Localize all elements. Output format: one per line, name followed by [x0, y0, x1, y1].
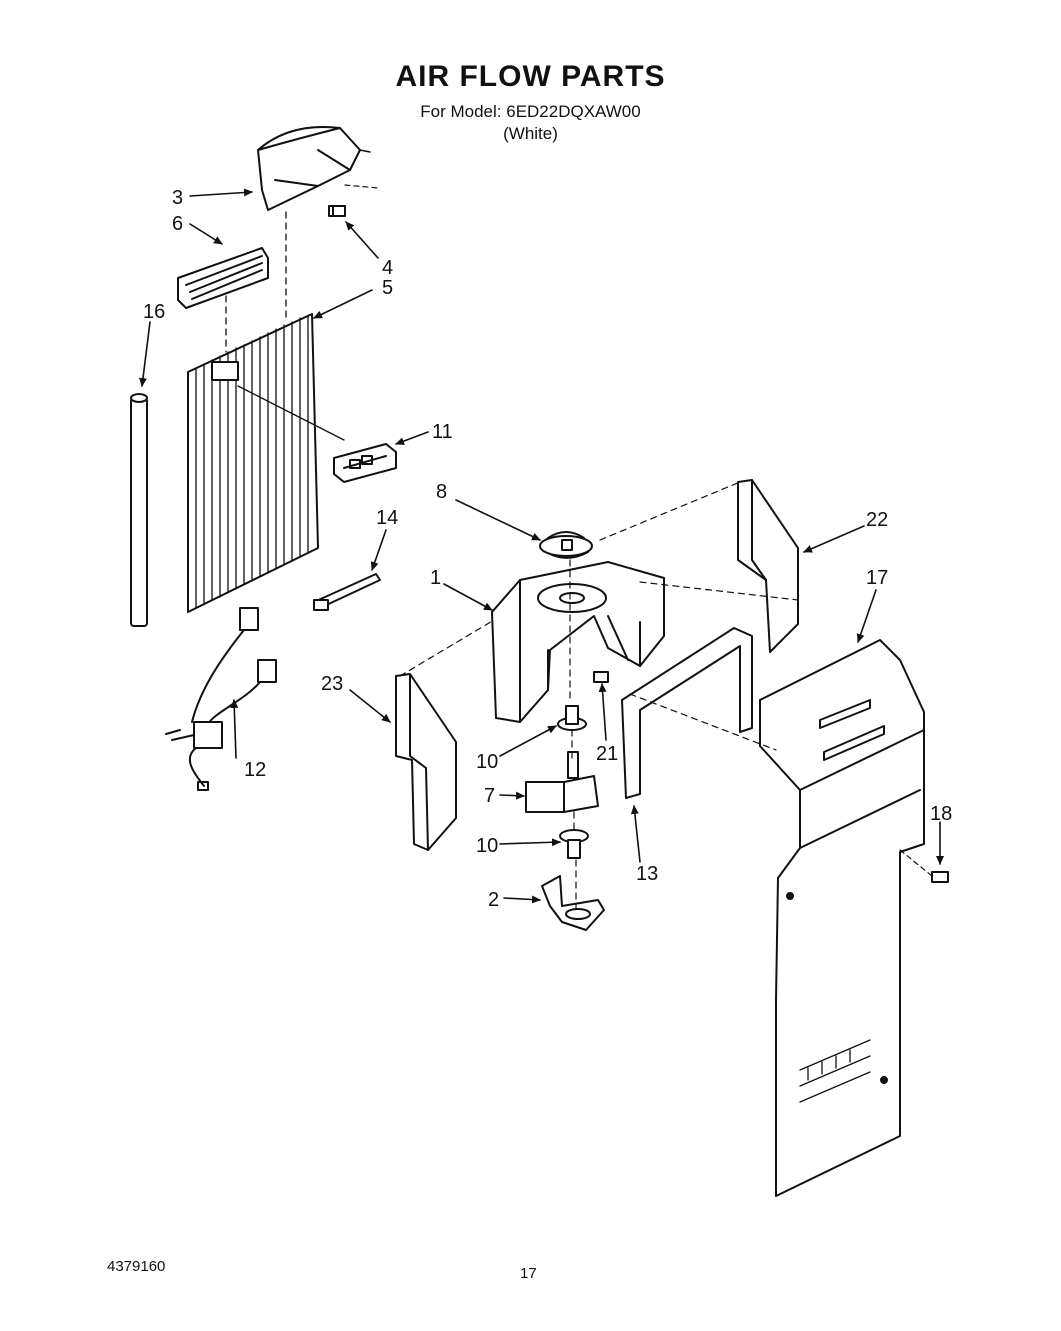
callout-7: 7 [484, 785, 495, 807]
callout-12: 12 [244, 759, 266, 781]
part-10-grommet [557, 705, 587, 731]
callout-16: 16 [143, 301, 165, 323]
part-10-grommet-lower [559, 829, 589, 859]
part-8-fan-blade [539, 531, 593, 559]
callout-23: 23 [321, 673, 343, 695]
part-16-tube [130, 393, 148, 627]
part-18-screw [899, 849, 949, 883]
part-11-bracket [333, 443, 397, 483]
callout-18: 18 [930, 803, 952, 825]
callout-4: 4 [382, 257, 393, 279]
model-line: For Model: 6ED22DQXAW00 [420, 102, 641, 121]
part-4-screw [328, 184, 379, 217]
part-3-duct-cover [257, 125, 371, 211]
callout-8: 8 [436, 481, 447, 503]
callout-22: 22 [866, 509, 888, 531]
part-17-housing [759, 639, 925, 1197]
callout-21: 21 [596, 743, 618, 765]
callout-5: 5 [382, 277, 393, 299]
document-number: 4379160 [107, 1258, 166, 1275]
alignment-lines [399, 481, 799, 909]
callout-labels: 3 6 4 5 16 11 8 14 22 1 17 23 21 10 12 7… [143, 187, 952, 911]
callout-10-lower: 10 [476, 835, 498, 857]
part-13-u-channel [621, 627, 753, 799]
part-23-side-shield [395, 673, 457, 851]
part-21-screw [593, 671, 609, 683]
leader-arrows [139, 188, 944, 904]
part-7-fan-motor [525, 751, 599, 813]
part-12-wire-harness [165, 607, 277, 791]
callout-17: 17 [866, 567, 888, 589]
part-22-side-shield [737, 479, 799, 653]
callout-2: 2 [488, 889, 499, 911]
page-title: AIR FLOW PARTS [395, 60, 666, 93]
part-1-fan-shroud [491, 561, 665, 723]
callout-14: 14 [376, 507, 398, 529]
callout-1: 1 [430, 567, 441, 589]
variant-line: (White) [503, 124, 558, 143]
part-14-sensor [313, 573, 381, 611]
part-5-evaporator-panel [187, 211, 345, 613]
part-6-grille [177, 247, 269, 309]
callout-13: 13 [636, 863, 658, 885]
callout-6: 6 [172, 213, 183, 235]
callout-3: 3 [172, 187, 183, 209]
page-number: 17 [520, 1265, 537, 1282]
callout-10-upper: 10 [476, 751, 498, 773]
callout-11: 11 [432, 421, 453, 443]
part-2-bracket [541, 875, 605, 931]
